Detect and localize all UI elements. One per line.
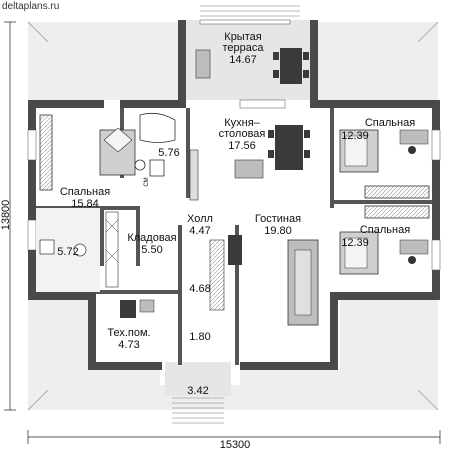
tech-room-label: Тех.пом. [107,327,150,339]
bathroom-area: 5.76 [158,147,179,159]
bedroom-ne-label: Спальная [365,117,415,129]
pantry-label: Кладовая [127,232,176,244]
outer-walls [28,20,440,370]
dimension-lines [4,21,441,444]
hall-label: Холл [187,213,213,225]
kitchen-label-line1: Кухня– [224,117,260,129]
living-room-area: 19.80 [264,225,292,237]
main-bedroom-area: 15.84 [71,198,99,210]
terrace-label-line2: терраса [222,42,264,54]
kitchen-fixtures [189,125,310,201]
main-bedroom-furniture [39,114,136,191]
width-dimension: 15300 [220,439,251,450]
height-dimension: 13800 [0,200,12,231]
terrace-area: 14.67 [229,54,257,66]
kitchen-area: 17.56 [228,140,256,152]
porch-floor [165,362,231,396]
bedroom-ne-furniture [339,129,430,199]
terrace-label-line1: Крытая [224,31,261,43]
ground-outline [27,21,439,411]
bathroom-fixtures [134,112,176,177]
bedroom-ne-area: 12.39 [341,130,369,142]
bedroom-se-label: Спальная [360,224,410,236]
main-bedroom-label: Спальная [60,186,110,198]
pantry-area: 5.50 [141,244,162,256]
kitchen-label-line2: столовая [219,128,266,140]
porch-steps [172,397,224,424]
porch-area: 3.42 [187,385,208,397]
corridor-area: 4.68 [189,283,210,295]
wc-area: 5.72 [57,246,78,258]
vestibule-area: 1.80 [189,331,210,343]
bedroom-se-furniture [339,205,430,275]
hall-area: 4.47 [189,225,210,237]
wc-fixtures [39,239,87,257]
windows [27,19,441,271]
washer-label: СМ [144,177,150,186]
tech-room-area: 4.73 [118,339,139,351]
living-room-furniture [228,235,319,326]
pantry-shelves [105,211,225,311]
tech-room-equipment [120,299,155,318]
living-room-label: Гостиная [255,213,301,225]
terrace-dining-set [195,48,309,84]
bedroom-se-area: 12.39 [341,237,369,249]
terrace-steps [200,5,300,17]
watermark: deltaplans.ru [2,1,60,12]
